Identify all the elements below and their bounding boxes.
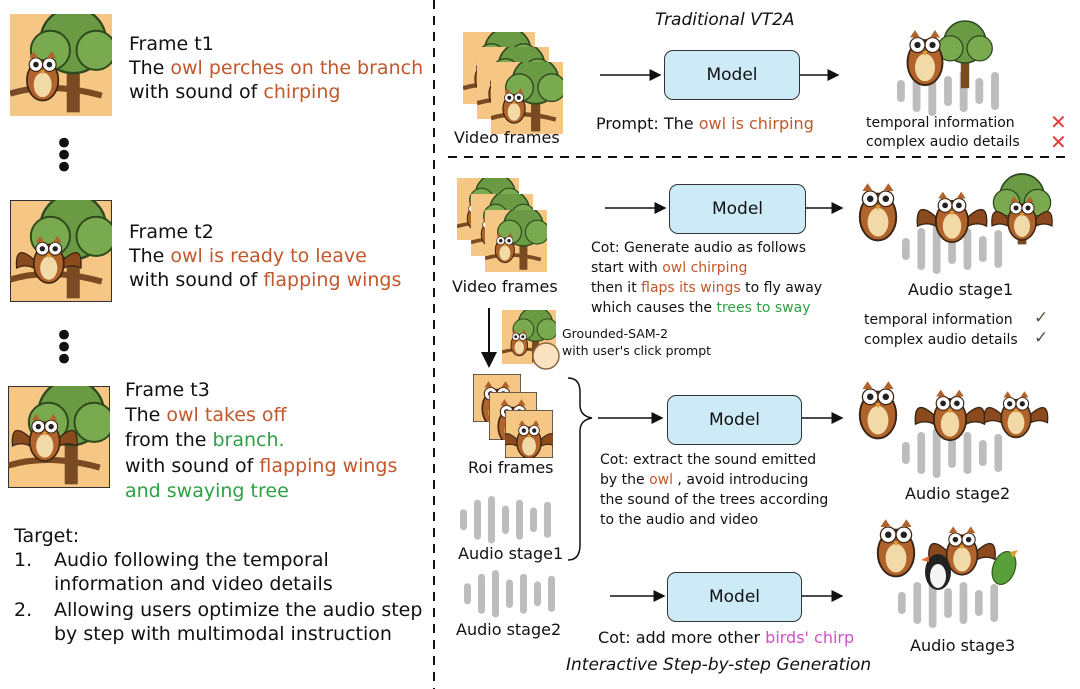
frame-t2-line1: The owl is ready to leave: [129, 245, 367, 267]
frame-t3-line1: The owl takes off: [125, 404, 287, 426]
target-title: Target:: [14, 525, 80, 547]
ellipsis-2: •••: [54, 316, 75, 380]
frame-t2-label: Frame t2: [129, 221, 214, 243]
target-item1-num: 1.: [14, 549, 33, 571]
cot3-line: Cot: add more other birds' chirp: [598, 628, 855, 647]
stage2-output: [858, 380, 1048, 478]
cot2-line4: to the audio and video: [600, 512, 759, 528]
stage1-complex-details: complex audio details: [864, 332, 1018, 348]
frame-t3-label: Frame t3: [125, 379, 210, 401]
sam-label-line1: Grounded-SAM-2: [562, 326, 669, 341]
audio-stage2-left-label: Audio stage2: [456, 620, 562, 639]
cot1-line4: which causes the trees to sway: [591, 300, 811, 316]
frame-t1-image: [10, 14, 112, 116]
roi-frames-label: Roi frames: [468, 458, 554, 477]
top-prompt: Prompt: The owl is chirping: [596, 114, 814, 133]
cot2-line3: the sound of the trees according: [600, 492, 829, 508]
cot1-line1: Cot: Generate audio as follows: [591, 240, 806, 256]
cot1-line2: start with owl chirping: [591, 260, 748, 276]
bottom-video-frames-stack: [457, 178, 547, 272]
stage1-model-box: Model: [669, 184, 806, 234]
check-icon: ✓: [1034, 328, 1049, 348]
frame-t3-line2: from the branch.: [125, 429, 285, 451]
stage1-output: [858, 173, 1052, 274]
frame-t3-line4: and swaying tree: [125, 480, 289, 502]
audio-stage1-left-label: Audio stage1: [458, 544, 564, 563]
cot1-line3: then it flaps its wings to fly away: [591, 280, 823, 296]
sam-label-line2: with user's click prompt: [562, 343, 712, 358]
check-icon: ✓: [1034, 308, 1049, 328]
bottom-video-frames-label: Video frames: [452, 277, 558, 296]
traditional-title: Traditional VT2A: [655, 10, 795, 30]
target-item2-num: 2.: [14, 599, 33, 621]
target-item1-line2: information and video details: [54, 573, 333, 595]
stage2-model-box: Model: [667, 395, 802, 445]
cross-icon: ✕: [1050, 110, 1067, 134]
frame-t2-image: [10, 200, 112, 302]
audio-stage1-left-wave: [460, 496, 551, 544]
stage3-model-box: Model: [667, 572, 802, 622]
top-output-wave: [897, 20, 999, 116]
frame-t1-line1: The owl perches on the branch: [129, 57, 424, 79]
stage1-temporal-info: temporal information: [864, 312, 1013, 328]
cross-icon: ✕: [1050, 130, 1067, 154]
top-temporal-info: temporal information: [866, 115, 1015, 131]
target-item2-line2: by step with multimodal instruction: [54, 623, 392, 645]
frame-t3-line3: with sound of flapping wings: [125, 455, 398, 477]
sam-frame: [502, 310, 560, 370]
target-item1-line1: Audio following the temporal: [54, 549, 329, 571]
frame-t1-line2: with sound of chirping: [129, 81, 341, 103]
frame-t3-image: [8, 386, 110, 488]
audio-stage3-label: Audio stage3: [910, 636, 1016, 655]
top-video-frames-label: Video frames: [454, 128, 560, 147]
interactive-title: Interactive Step-by-step Generation: [566, 655, 872, 675]
audio-stage2-label: Audio stage2: [905, 484, 1011, 503]
frame-t2-line2: with sound of flapping wings: [129, 269, 402, 291]
roi-frames-stack: [473, 374, 553, 458]
top-video-frames-stack: [463, 32, 563, 134]
cot2-line2: by the owl , avoid introducing: [600, 472, 809, 488]
audio-stage1-label: Audio stage1: [908, 280, 1014, 299]
frame-t1-label: Frame t1: [129, 33, 214, 55]
target-item2-line1: Allowing users optimize the audio step: [54, 599, 423, 621]
top-model-box: Model: [664, 50, 800, 100]
top-complex-details: complex audio details: [866, 134, 1020, 150]
cot2-line1: Cot: extract the sound emitted: [600, 452, 817, 468]
stage3-output: [876, 518, 1018, 628]
ellipsis-1: •••: [54, 124, 75, 188]
audio-stage2-left-wave: [464, 570, 555, 618]
